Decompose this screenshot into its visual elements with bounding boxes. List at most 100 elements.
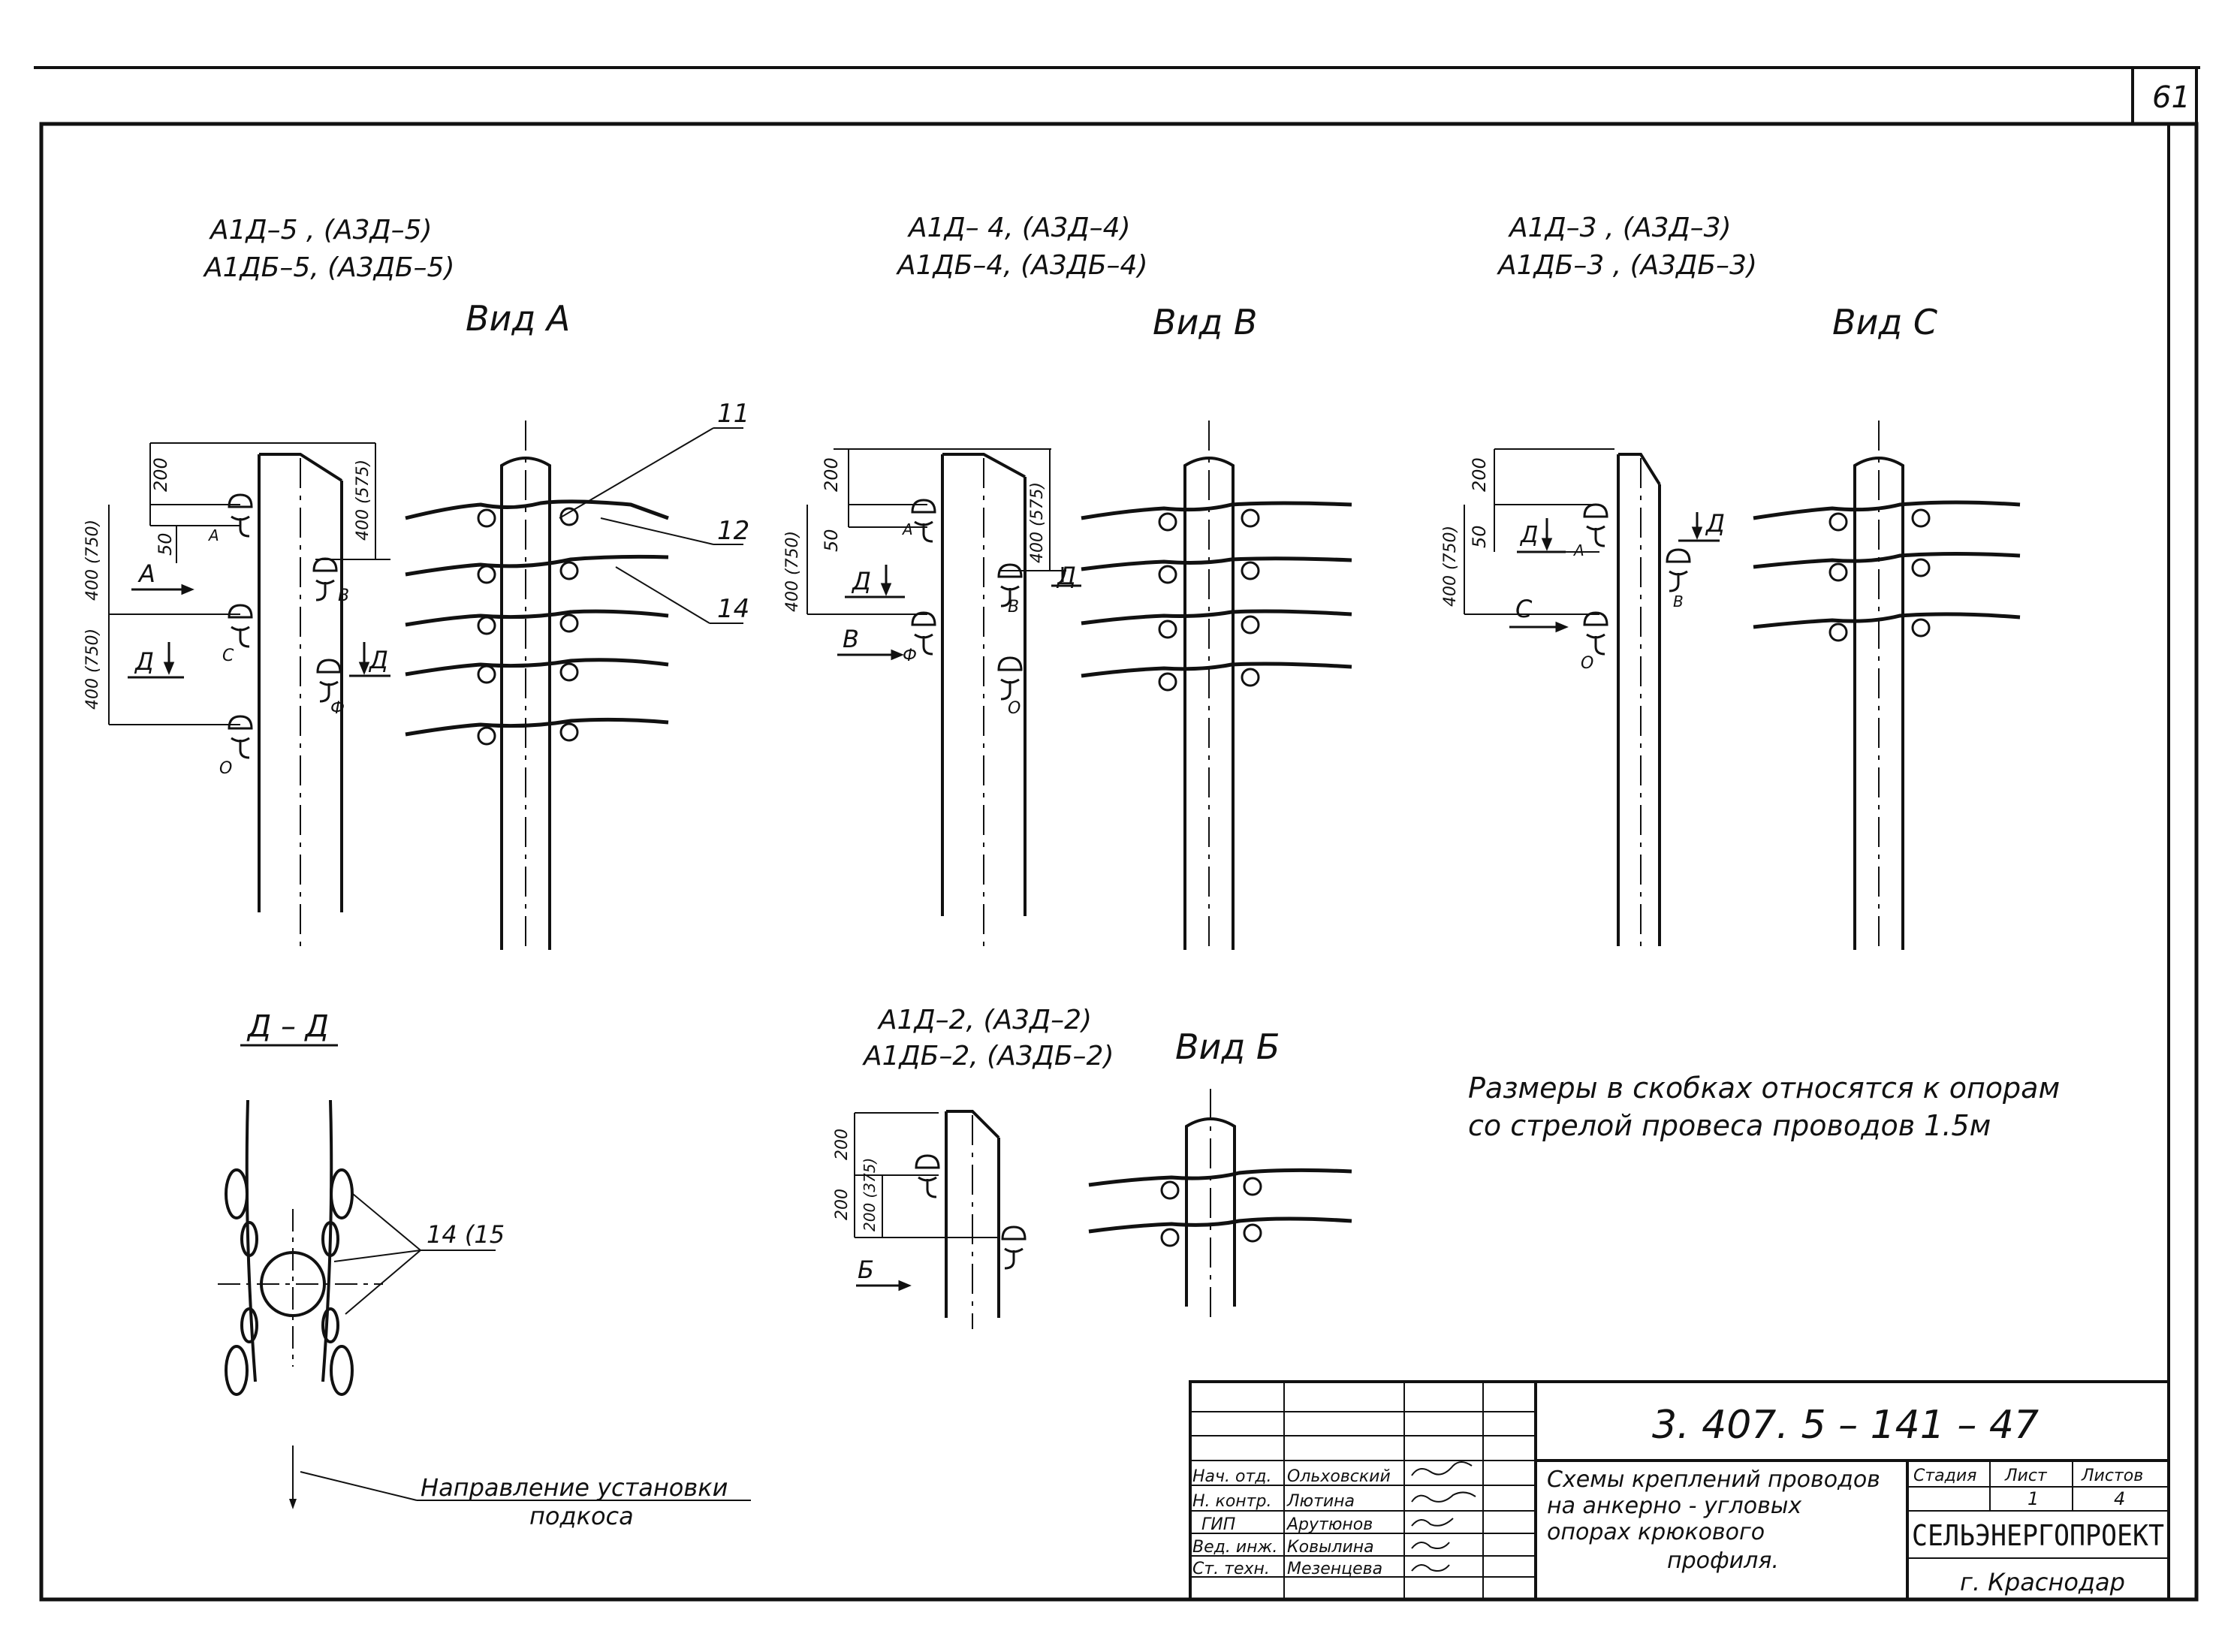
ins-b-letter-a: А <box>901 520 913 538</box>
ins-b-letter-f: Ф <box>903 647 917 665</box>
insulators-a <box>228 493 342 759</box>
section-title: Д – Д <box>246 1009 329 1044</box>
dimension-lines-b2 <box>854 1112 999 1238</box>
staff-role-2: Н. контр. <box>1192 1492 1271 1511</box>
dimension-lines-b <box>806 448 1066 615</box>
callout-11: 11 <box>717 399 749 429</box>
insulators-b <box>911 499 1023 701</box>
wire-fixings-a <box>405 499 669 737</box>
sheet-title-2: на анкерно - угловых <box>1547 1493 1801 1519</box>
dim-b2-200-left: 200 <box>833 1189 852 1220</box>
staff-name-4: Ковылина <box>1287 1538 1374 1557</box>
view-b-marks-2: А1ДБ–4, (А3ДБ–4) <box>896 250 1148 281</box>
section-arrows-c <box>1509 512 1720 633</box>
ins-a-letter-o: О <box>219 759 232 778</box>
direction-label-1: Направление установки <box>421 1473 728 1502</box>
side-pole-a <box>258 453 343 946</box>
section-d-d: Д – Д 14 (15 Направление установки подко… <box>218 1009 751 1530</box>
view-a-title: Вид А <box>466 298 570 339</box>
front-pole-b <box>1183 421 1235 950</box>
sheet-title-4: профиля. <box>1667 1548 1779 1574</box>
dim-a-400-750-bottom: 400 (750) <box>83 629 102 710</box>
ins-b-letter-o: О <box>1008 699 1021 718</box>
dim-b-200: 200 <box>821 457 842 492</box>
insulators-b2 <box>915 1154 1027 1270</box>
side-pole-b <box>941 453 1027 946</box>
insulators-front-b2 <box>1160 1177 1262 1247</box>
insulators-c <box>1583 503 1691 656</box>
front-pole-a <box>500 421 551 950</box>
stage-label: Стадия <box>1913 1467 1976 1485</box>
view-c-title: Вид С <box>1832 302 1937 342</box>
arrow-a-label-d-left: Д <box>134 647 154 676</box>
side-pole-b2 <box>945 1110 1000 1329</box>
frame <box>34 66 2200 1602</box>
view-a: А1Д–5 , (А3Д–5) А1ДБ–5, (А3ДБ–5) Вид А 2… <box>83 215 749 950</box>
ins-c-letter-a: А <box>1572 541 1584 559</box>
arrow-b-label-b: В <box>843 625 859 653</box>
view-b-title: Вид В <box>1153 302 1257 342</box>
ins-a-letter-a: А <box>207 526 219 544</box>
staff-name-2: Лютина <box>1286 1492 1355 1511</box>
arrow-b-label-d-right: Д <box>1056 562 1076 590</box>
view-a-marks-1: А1Д–5 , (А3Д–5) <box>209 215 433 246</box>
dim-c-50: 50 <box>1469 525 1490 548</box>
insulators-front-b <box>1158 508 1260 692</box>
view-c: А1Д–3 , (А3Д–3) А1ДБ–3 , (А3ДБ–3) Вид С … <box>1441 213 2021 950</box>
arrow-c-label-d-right: Д <box>1705 509 1725 538</box>
callout-14: 14 <box>717 594 749 624</box>
sheet-label: Лист <box>2004 1467 2048 1485</box>
sheet-title-3: опорах крюкового <box>1547 1519 1765 1545</box>
section-arrow-b2 <box>856 1280 912 1292</box>
side-pole-c <box>1617 453 1661 946</box>
staff-name-5: Мезенцева <box>1287 1560 1382 1578</box>
dim-b2-200-375: 200 (375) <box>861 1158 879 1231</box>
dim-b-400-575: 400 (575) <box>1028 482 1047 563</box>
view-b: А1Д– 4, (А3Д–4) А1ДБ–4, (А3ДБ–4) Вид В 2… <box>783 213 1352 950</box>
arrow-b2-label: Б <box>858 1256 874 1284</box>
sheets-value: 4 <box>2114 1488 2125 1509</box>
view-b2-marks-1: А1Д–2, (А3Д–2) <box>877 1005 1092 1036</box>
staff-role-4: Вед. инж. <box>1192 1538 1277 1557</box>
sheet-title-1: Схемы креплений проводов <box>1547 1467 1880 1493</box>
dim-a-200: 200 <box>150 457 171 492</box>
ins-a-letter-b: В <box>338 586 349 605</box>
callout-14-15: 14 (15 <box>427 1220 505 1249</box>
wire-fixings-b2 <box>1088 1168 1352 1234</box>
dim-a-400-750-top: 400 (750) <box>83 520 102 601</box>
view-b2: А1Д–2, (А3Д–2) А1ДБ–2, (А3ДБ–2) Вид Б 20… <box>833 1005 1352 1329</box>
dim-a-400-575: 400 (575) <box>354 460 372 541</box>
dim-b-400-750: 400 (750) <box>783 531 802 612</box>
note-line-2: со стрелой провеса проводов 1.5м <box>1468 1109 1991 1142</box>
staff-role-1: Нач. отд. <box>1192 1467 1272 1486</box>
callout-leaders-a <box>559 427 743 624</box>
staff-role-5: Ст. техн. <box>1192 1560 1270 1578</box>
title-block: 3. 407. 5 – 141 – 47 Нач. отд. Ольховски… <box>1189 1380 2170 1601</box>
staff-name-1: Ольховский <box>1287 1467 1391 1486</box>
organization: СЕЛЬЭНЕРГОПРОЕКТ <box>1912 1519 2164 1552</box>
ins-a-letter-f: Ф <box>330 699 345 718</box>
staff-name-3: Арутюнов <box>1286 1515 1373 1534</box>
sheet-number: 61 <box>2152 80 2190 115</box>
sheets-label: Листов <box>2081 1467 2143 1485</box>
view-b2-marks-2: А1ДБ–2, (А3ДБ–2) <box>862 1041 1114 1072</box>
ins-c-letter-o: О <box>1581 654 1593 673</box>
view-c-marks-2: А1ДБ–3 , (А3ДБ–3) <box>1497 250 1757 281</box>
view-a-marks-2: А1ДБ–5, (А3ДБ–5) <box>203 252 455 283</box>
view-c-marks-1: А1Д–3 , (А3Д–3) <box>1508 213 1732 243</box>
arrow-b-label-d-left: Д <box>851 567 871 595</box>
dim-b2-200-top: 200 <box>833 1129 852 1160</box>
insulators-front-a <box>477 507 579 746</box>
ins-b-letter-b: В <box>1008 598 1019 616</box>
dim-a-50: 50 <box>155 532 176 556</box>
arrow-c-label-c: С <box>1515 595 1533 623</box>
city: г. Краснодар <box>1960 1568 2125 1596</box>
front-pole-c <box>1853 421 1904 950</box>
ins-a-letter-c: С <box>222 647 234 665</box>
document-code: 3. 407. 5 – 141 – 47 <box>1652 1403 2039 1448</box>
dim-c-400-750: 400 (750) <box>1441 526 1460 607</box>
section-arrows-a <box>128 583 390 679</box>
arrow-c-label-d-left: Д <box>1519 522 1538 548</box>
ins-c-letter-b: В <box>1673 592 1684 610</box>
